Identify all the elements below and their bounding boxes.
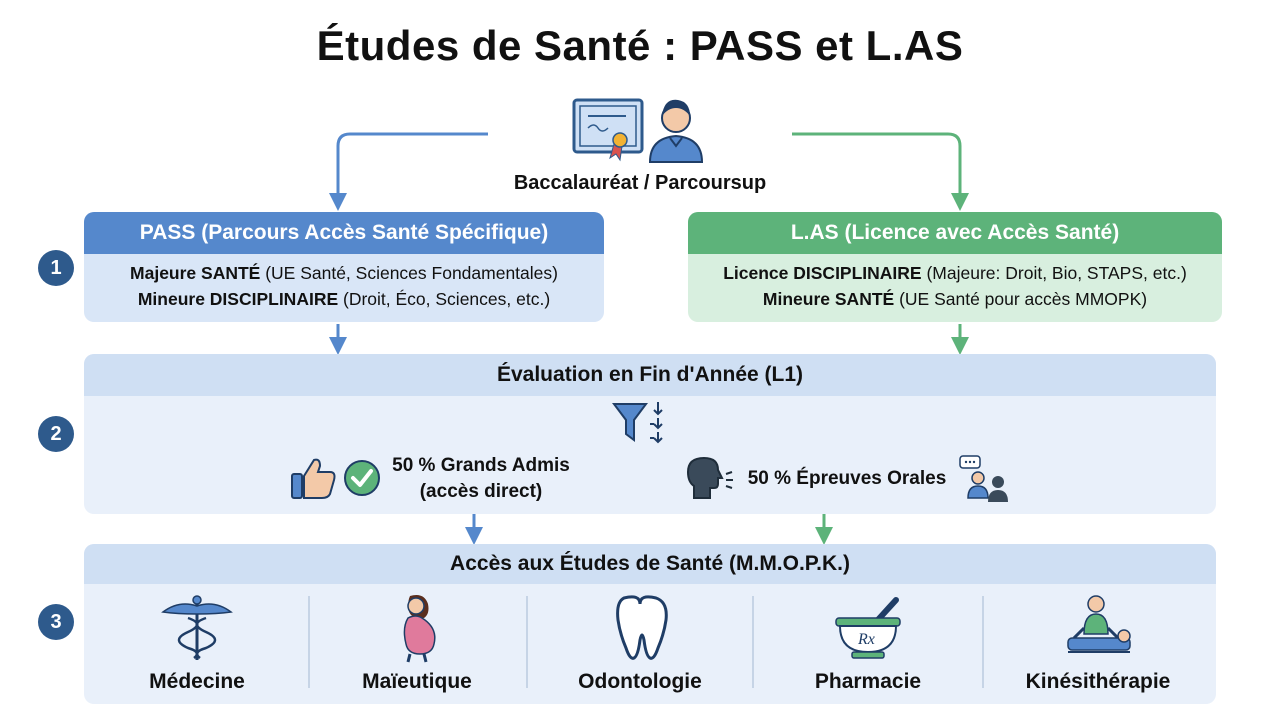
discipline-medecine: Médecine <box>149 670 245 693</box>
step-3-badge: 3 <box>38 604 74 640</box>
arrow-bac-to-las <box>792 132 969 211</box>
las-minor-detail: (UE Santé pour accès MMOPK) <box>894 289 1148 309</box>
pass-minor-label: Mineure DISCIPLINAIRE <box>137 289 339 309</box>
oral-outcome: 50 % Épreuves Orales <box>747 468 947 489</box>
step-2-badge: 2 <box>38 416 74 452</box>
admis-outcome: 50 % Grands Admis (accès direct) <box>376 453 586 505</box>
pass-title: PASS (Parcours Accès Santé Spécifique) <box>84 212 604 254</box>
tooth-icon <box>616 595 668 660</box>
divider <box>752 596 754 688</box>
divider <box>526 596 528 688</box>
discipline-pharmacie: Pharmacie <box>814 670 922 693</box>
divider <box>308 596 310 688</box>
pass-minor-detail: (Droit, Éco, Sciences, etc.) <box>338 289 551 309</box>
check-circle-icon <box>344 460 380 496</box>
arrow-bac-to-pass <box>329 132 488 211</box>
las-minor-label: Mineure SANTÉ <box>762 289 895 309</box>
admis-label: 50 % Grands Admis <box>392 455 570 476</box>
las-title: L.AS (Licence avec Accès Santé) <box>688 212 1222 254</box>
divider <box>982 596 984 688</box>
pregnant-woman-icon <box>403 595 436 663</box>
las-description: Licence DISCIPLINAIRE (Majeure: Droit, B… <box>688 260 1222 312</box>
speaking-head-icon <box>686 456 733 499</box>
step-1-badge: 1 <box>38 250 74 286</box>
access-title: Accès aux Études de Santé (M.M.O.P.K.) <box>84 544 1216 584</box>
admis-sublabel: (accès direct) <box>419 481 543 502</box>
svg-text:Rx: Rx <box>857 631 875 648</box>
filter-sort-icon <box>612 402 663 444</box>
discipline-maieutique: Maïeutique <box>362 670 472 693</box>
diploma-student-illustration <box>572 98 704 163</box>
discipline-kinesitherapie: Kinésithérapie <box>1025 670 1171 693</box>
pass-description: Majeure SANTÉ (UE Santé, Sciences Fondam… <box>84 260 604 312</box>
pass-major-detail: (UE Santé, Sciences Fondamentales) <box>260 263 558 283</box>
caduceus-icon <box>161 595 233 660</box>
las-major-detail: (Majeure: Droit, Bio, STAPS, etc.) <box>921 263 1187 283</box>
evaluation-title: Évaluation en Fin d'Année (L1) <box>84 354 1216 396</box>
interview-icon <box>959 455 1008 502</box>
discipline-odontologie: Odontologie <box>578 670 702 693</box>
thumbs-up-icon <box>291 458 336 499</box>
page-title: Études de Santé : PASS et L.AS <box>316 22 964 69</box>
physiotherapy-icon <box>1067 595 1131 653</box>
entry-label: Baccalauréat / Parcoursup <box>513 172 767 194</box>
pass-major-label: Majeure SANTÉ <box>130 263 261 283</box>
student-icon <box>648 99 704 163</box>
diploma-icon <box>572 98 644 162</box>
mortar-pestle-icon: Rx <box>835 597 901 659</box>
las-major-label: Licence DISCIPLINAIRE <box>723 263 922 283</box>
